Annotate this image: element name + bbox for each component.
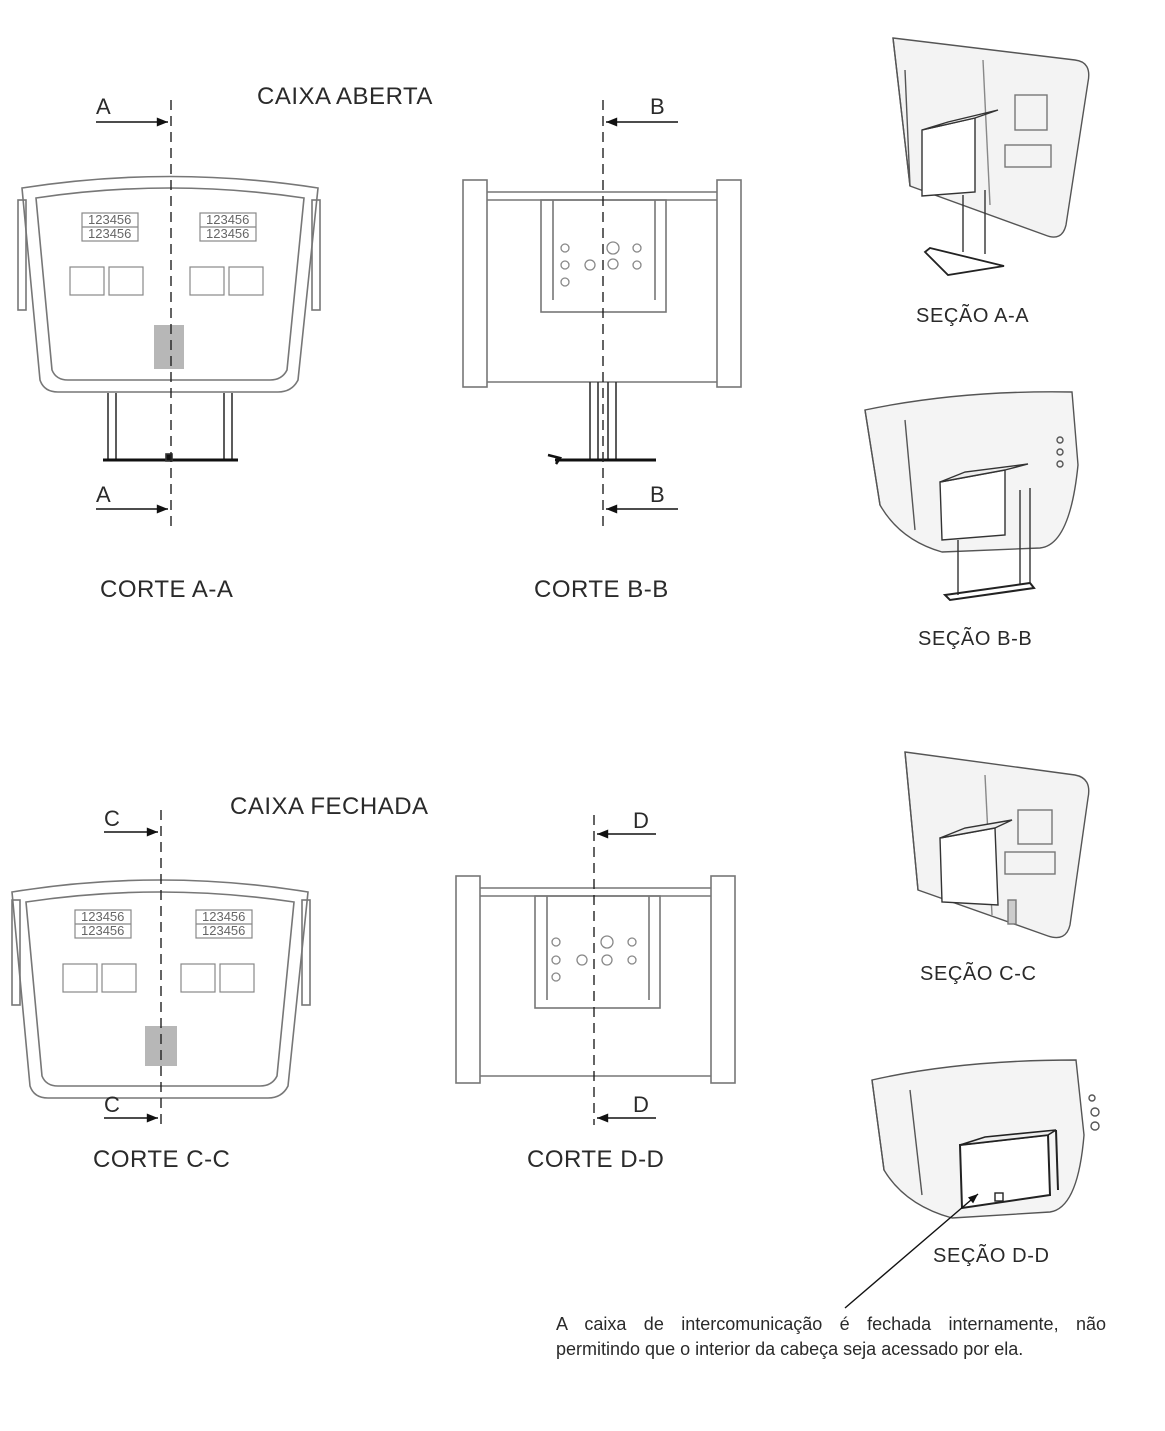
view-label-bb: SEÇÃO B-B bbox=[918, 628, 1033, 650]
iso-view-bb bbox=[864, 391, 1079, 602]
view-label-aa: SEÇÃO A-A bbox=[916, 305, 1030, 327]
support-legs-bb bbox=[547, 382, 656, 465]
cut-label-aa: CORTE A-A bbox=[100, 576, 234, 603]
panel-digits-aa-4: 123456 bbox=[206, 226, 250, 241]
counter-panel-right-aa bbox=[189, 212, 264, 296]
section-arrows bbox=[96, 117, 678, 1123]
panel-digits-aa-1: 123456 bbox=[88, 212, 132, 227]
iso-view-dd bbox=[871, 1059, 1100, 1219]
view-label-dd: SEÇÃO D-D bbox=[933, 1245, 1050, 1267]
marker-a-top: A bbox=[96, 94, 111, 119]
closed-box-title: CAIXA FECHADA bbox=[230, 793, 429, 820]
marker-b-top: B bbox=[650, 94, 665, 119]
mounting-holes-dd bbox=[551, 935, 637, 982]
view-label-cc: SEÇÃO C-C bbox=[920, 963, 1037, 985]
panel-digits-cc-3: 123456 bbox=[202, 909, 246, 924]
panel-digits-cc-2: 123456 bbox=[81, 923, 125, 938]
intercom-note: A caixa de intercomunicação é fechada in… bbox=[556, 1314, 1106, 1359]
marker-c-bottom: C bbox=[104, 1092, 120, 1117]
panel-digits-aa-3: 123456 bbox=[206, 212, 250, 227]
marker-c-top: C bbox=[104, 806, 120, 831]
counter-panel-left-aa bbox=[69, 212, 144, 296]
marker-d-top: D bbox=[633, 808, 649, 833]
side-view-bb bbox=[462, 179, 742, 465]
marker-d-bottom: D bbox=[633, 1092, 649, 1117]
leader-line bbox=[844, 1193, 979, 1309]
section-lines bbox=[160, 100, 604, 1125]
mounting-holes-bb bbox=[560, 241, 642, 287]
cut-label-bb: CORTE B-B bbox=[534, 576, 669, 603]
iso-view-cc bbox=[904, 751, 1090, 939]
cut-label-dd: CORTE D-D bbox=[527, 1146, 665, 1173]
counter-panel-left-cc bbox=[62, 909, 137, 993]
panel-digits-cc-4: 123456 bbox=[202, 923, 246, 938]
iso-view-aa bbox=[892, 37, 1090, 276]
marker-a-bottom: A bbox=[96, 482, 111, 507]
side-view-dd bbox=[455, 875, 736, 1084]
cut-label-cc: CORTE C-C bbox=[93, 1146, 231, 1173]
open-box-title: CAIXA ABERTA bbox=[257, 83, 433, 110]
front-view-aa bbox=[17, 175, 321, 462]
panel-digits-cc-1: 123456 bbox=[81, 909, 125, 924]
marker-b-bottom: B bbox=[650, 482, 665, 507]
id-plate-aa bbox=[154, 325, 184, 369]
support-legs-aa bbox=[103, 393, 238, 462]
panel-digits-aa-2: 123456 bbox=[88, 226, 132, 241]
counter-panel-right-cc bbox=[180, 909, 255, 993]
